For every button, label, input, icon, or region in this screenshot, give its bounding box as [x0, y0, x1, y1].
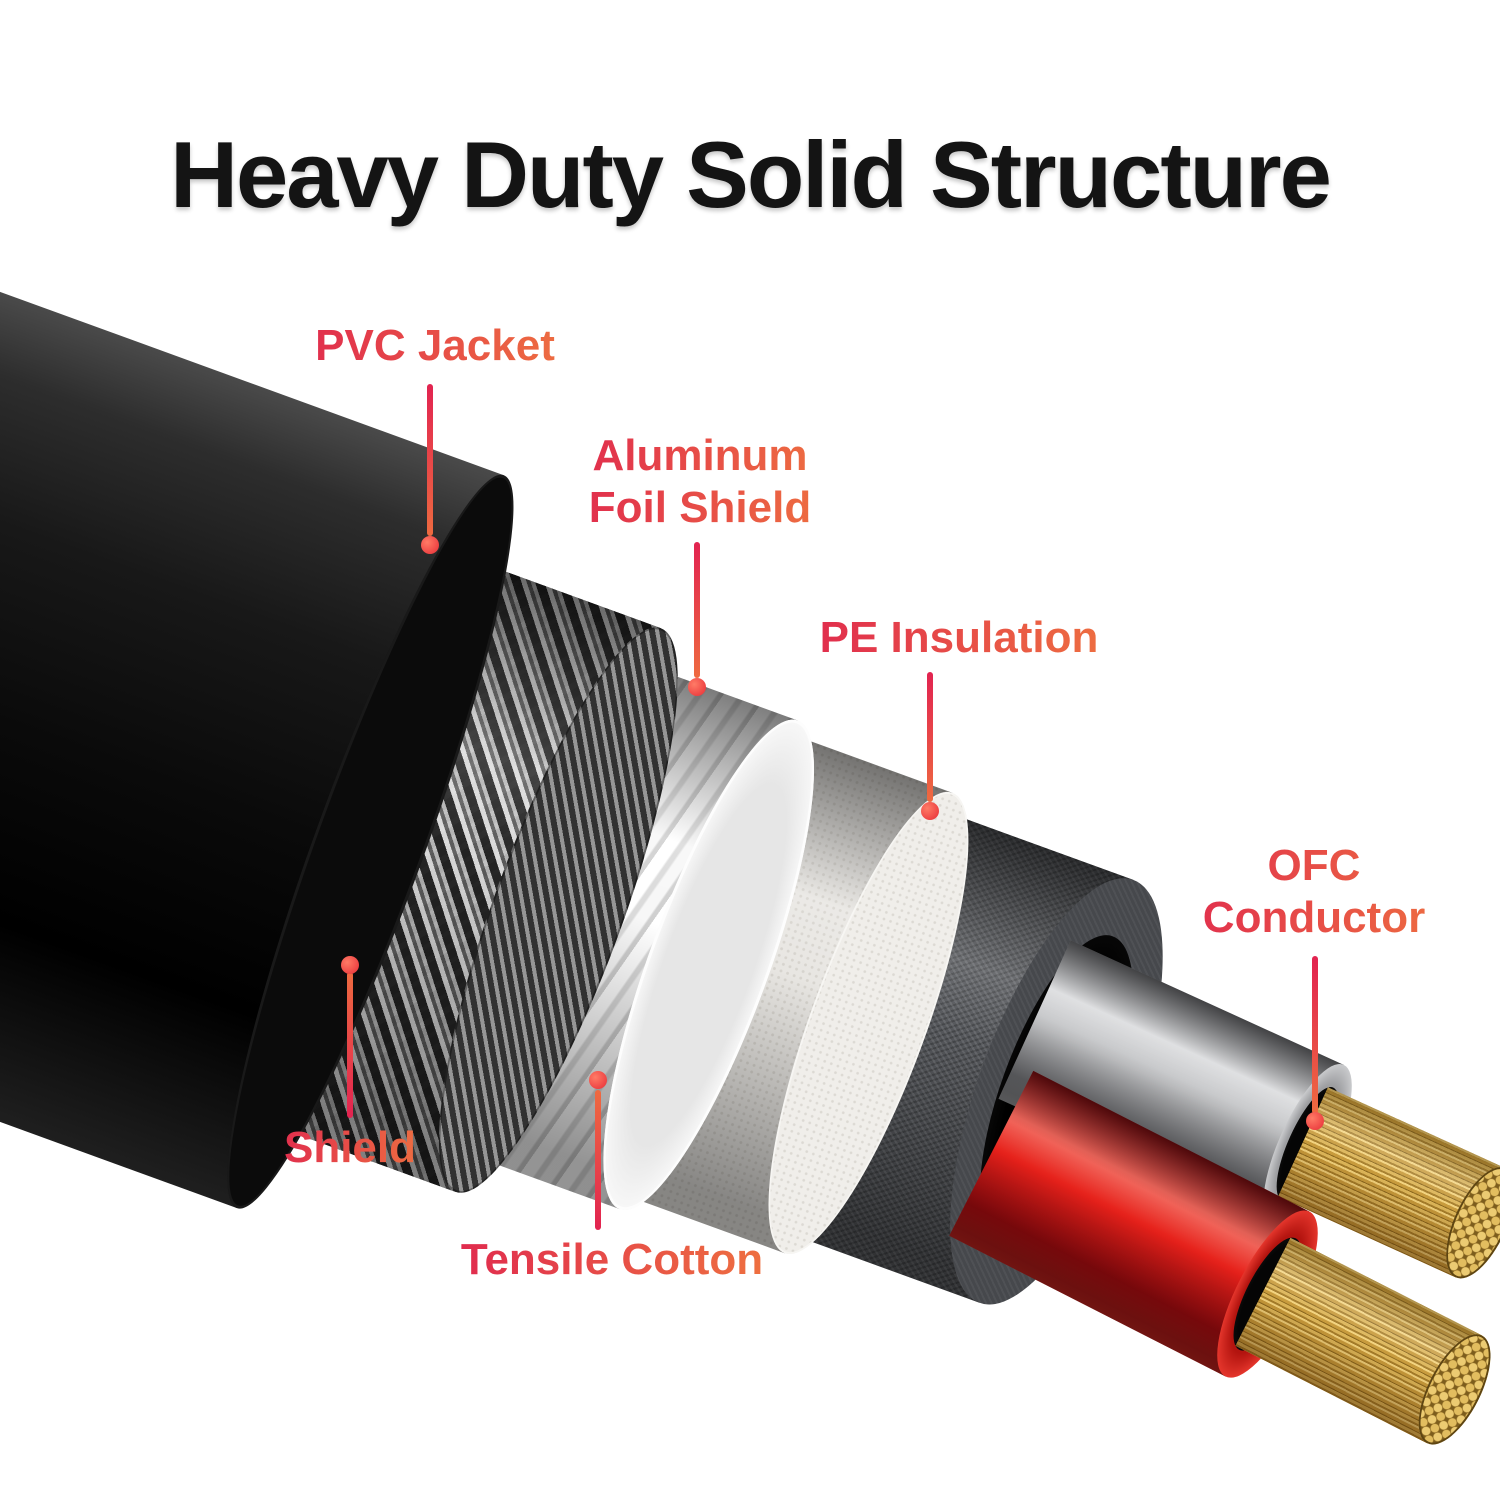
callout-label-pe-insulation: PE Insulation [759, 612, 1159, 664]
page-title: Heavy Duty Solid Structure [170, 121, 1332, 227]
callout-label-aluminum-foil-shield: Aluminum Foil Shield [532, 430, 868, 534]
leader-line-ofc-conductor [1312, 956, 1318, 1114]
callout-label-shield: Shield [250, 1122, 450, 1174]
callout-label-ofc-conductor: OFC Conductor [1128, 840, 1500, 944]
leader-dot-pvc-jacket [421, 536, 439, 554]
leader-line-pvc-jacket [427, 384, 433, 536]
leader-dot-aluminum-foil-shield [688, 678, 706, 696]
leader-line-pe-insulation [927, 672, 933, 802]
leader-dot-tensile-cotton [589, 1071, 607, 1089]
leader-dot-ofc-conductor [1306, 1112, 1324, 1130]
leader-dot-pe-insulation [921, 802, 939, 820]
callout-label-tensile-cotton: Tensile Cotton [412, 1234, 812, 1286]
callout-label-pvc-jacket: PVC Jacket [255, 320, 615, 372]
leader-dot-shield [341, 956, 359, 974]
leader-line-aluminum-foil-shield [694, 542, 700, 678]
leader-line-shield [347, 972, 353, 1118]
leader-line-tensile-cotton [595, 1090, 601, 1230]
